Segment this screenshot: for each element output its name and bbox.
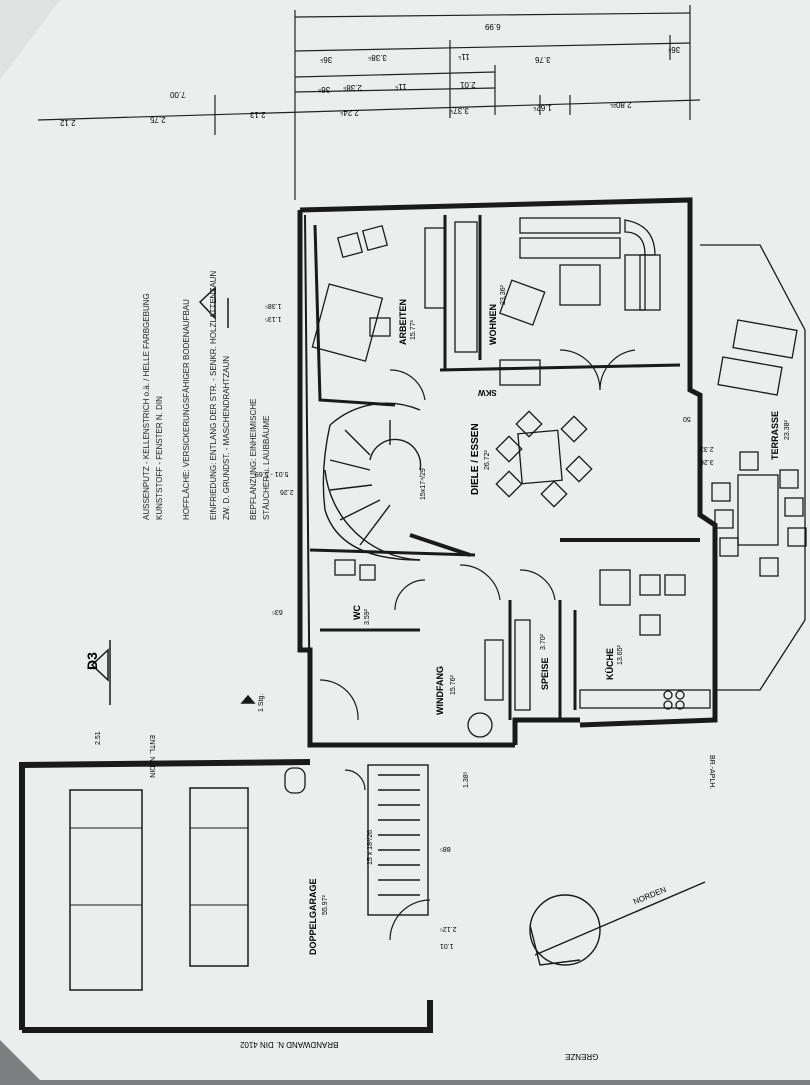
room-kueche-area: 13.65²: [617, 645, 624, 665]
room-kueche-label: KÜCHE: [605, 647, 615, 680]
dim-row3-1: 36⁵: [320, 55, 333, 64]
dimension-chains: [37, 5, 701, 200]
dim-row4-1: 36⁵: [318, 85, 331, 94]
br-aplh-label: BR.-APLH.: [708, 755, 715, 790]
dim-row5-2: 2.13: [250, 110, 266, 119]
note-exterior: AUSSENPUTZ - KELLENSTRICH o.ä. / HELLE F…: [142, 293, 151, 520]
door-swings: [319, 349, 636, 941]
room-wohnen-label: WOHNEN: [488, 304, 498, 345]
window-din-label-1: ENTL. N. DIN: [148, 735, 155, 778]
house-walls: [297, 197, 718, 748]
stairs-main-label: 15x17⁴/29: [420, 468, 427, 500]
dim-row5-0: 2.12: [60, 118, 76, 127]
room-speise-area: 3.70²: [540, 634, 547, 650]
note-yard: HOFFLÄCHE: VERSICKERUNGSFÄHIGER BODENAUF…: [182, 299, 191, 520]
boundary-label: GRENZE: [565, 1052, 599, 1061]
furniture: [284, 217, 711, 794]
room-garage-label: DOPPELGARAGE: [308, 878, 318, 955]
dim-misc-10: 2.12⁵: [440, 925, 457, 932]
dim-misc-4: 2.33: [700, 445, 714, 452]
dim-row3-0: 3.38⁵: [368, 53, 387, 62]
dim-misc-13: 1.38⁵: [463, 771, 470, 788]
note-windows: KUNSTSTOFF - FENSTER N. DIN: [155, 396, 164, 520]
dim-misc-2: 1.38⁵: [265, 302, 282, 309]
notes-block: AUSSENPUTZ - KELLENSTRICH o.ä. / HELLE F…: [140, 271, 273, 520]
step-label: 1 Stg.: [258, 693, 265, 712]
dim-row2-0: 3.76: [535, 55, 551, 64]
dim-row2-1: 36⁵: [668, 45, 681, 54]
room-wc-area: 3.59²: [364, 609, 371, 625]
terrace: [700, 244, 807, 691]
room-wohnen-area: 23.36²: [500, 285, 507, 305]
dim-misc-11: 88⁵: [440, 845, 451, 852]
room-arbeiten-label: ARBEITEN: [398, 299, 408, 345]
room-speise-label: SPEISE: [540, 657, 550, 690]
room-name: ARBEITEN: [398, 298, 408, 345]
dim-row4-2: 2.38⁵: [343, 83, 362, 92]
room-diele-area: 26.72²: [484, 450, 491, 470]
room-windfang-label: WINDFANG: [435, 666, 445, 715]
dim-row1-0: 6.99: [485, 22, 501, 31]
spiral-staircase: [322, 402, 471, 561]
room-windfang-area: 15.76²: [450, 675, 457, 695]
dim-row5-4: 3.37⁵: [450, 106, 469, 115]
dim-row4-3: 11⁵: [395, 82, 407, 91]
section-mark: D3: [84, 652, 100, 670]
dim-row5-6: 2.80²⁵: [610, 100, 632, 109]
room-terrasse-label: TERRASSE: [770, 410, 780, 460]
north-arrow: [529, 881, 706, 966]
room-diele-label: DIELE / ESSEN: [470, 423, 481, 495]
dim-misc-3: 2.26: [280, 488, 294, 495]
dim-misc-7: 63⁵: [272, 608, 283, 615]
dim-row3-2: 11⁵: [458, 52, 470, 61]
room-garage-area: 55.97²: [322, 895, 329, 915]
dim-row5-1: 2.75: [150, 115, 166, 124]
dim-row3-3: 2.01: [460, 80, 476, 89]
room-arbeiten-area: 15.77²: [410, 320, 417, 340]
dim-row5-3: 2.24⁵: [340, 108, 359, 117]
dim-row5-5: 1.62⁵: [533, 103, 552, 112]
dim-misc-9: 1.01: [440, 942, 454, 949]
firewall-label: BRANDWAND N. DIN 4102: [240, 1040, 339, 1049]
dim-misc-5: 5.01 - 5.69: [255, 470, 289, 477]
note-fence2: ZW. D. GRUNDST. - MASCHENDRAHTZAUN: [222, 356, 231, 520]
dim-misc-12: 50: [683, 415, 691, 422]
dim-row4-0: 7.00: [170, 90, 186, 99]
skw-label: SKW: [478, 388, 497, 397]
dim-misc-6: 3.26: [700, 458, 714, 465]
note-plant1: BEPFLANZUNG: EINHEIMISCHE: [249, 398, 258, 520]
dim-misc-8: 2.51: [95, 731, 102, 745]
section-marker: [90, 286, 256, 705]
stairs-cellar-label: 15 x 18³/26: [367, 829, 374, 865]
note-fence1: EINFRIEDUNG: ENTLANG DER STR. - SENKR. H…: [209, 270, 218, 520]
room-wc-label: WC: [352, 605, 362, 620]
garage-walls: [19, 759, 433, 1033]
dim-misc-1: 1.13⁵: [265, 315, 282, 322]
room-terrasse-area: 23.38²: [784, 420, 791, 440]
